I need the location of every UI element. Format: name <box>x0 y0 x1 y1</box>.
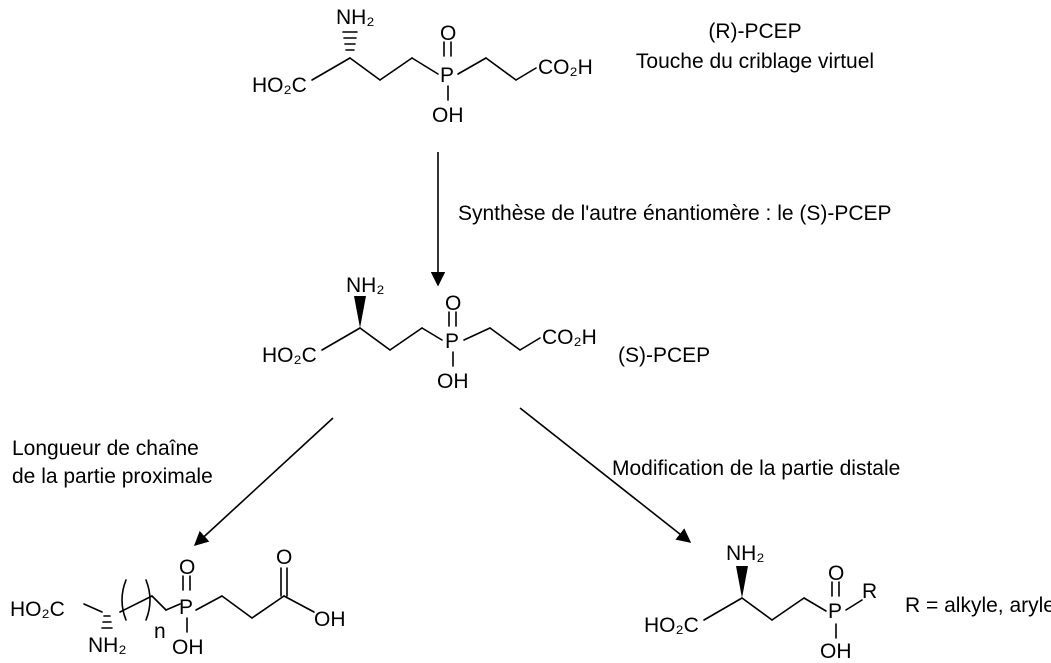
atom-o: O <box>179 556 195 579</box>
atom-oh: OH <box>437 370 469 393</box>
caption-s-pcep-name: (S)-PCEP <box>618 344 710 367</box>
label-n: n <box>154 620 166 643</box>
atom-ho2c: HO₂C <box>262 344 317 367</box>
atom-p: P <box>445 330 459 353</box>
arrow-distal <box>519 407 692 543</box>
atom-ho2c: HO₂C <box>644 614 699 637</box>
molecule-chain-analog: HO₂C NH₂ n O P OH O OH <box>10 546 346 659</box>
atom-oh: OH <box>820 640 852 663</box>
atom-r: R <box>862 580 877 603</box>
hashed-wedge-bond <box>342 31 358 51</box>
atom-p: P <box>179 596 193 619</box>
atom-ho2c: HO₂C <box>252 74 307 97</box>
molecule-r-pcep: NH₂ HO₂C O P OH CO₂H <box>252 6 593 127</box>
caption-r-pcep-name: (R)-PCEP <box>708 20 801 43</box>
arrow-chain-length <box>193 417 334 546</box>
caption-r-pcep-note: Touche du criblage virtuel <box>636 50 874 73</box>
atom-co2h: CO₂H <box>538 56 593 79</box>
atom-nh2: NH₂ <box>336 6 374 29</box>
hashed-wedge-bond <box>101 615 113 629</box>
atom-nh2: NH₂ <box>726 542 764 565</box>
caption-r-definition: R = alkyle, aryle <box>905 594 1051 617</box>
caption-chain-line2: de la partie proximale <box>12 465 213 488</box>
atom-nh2: NH₂ <box>88 634 126 657</box>
atom-ho2c: HO₂C <box>10 598 65 621</box>
wedge-bond <box>736 566 748 598</box>
wedge-bond <box>354 296 366 328</box>
atom-oh: OH <box>172 636 204 659</box>
atom-co2h: CO₂H <box>542 326 597 349</box>
atom-oh-acid: OH <box>314 608 346 631</box>
atom-p: P <box>440 64 454 87</box>
atom-p: P <box>828 600 842 623</box>
molecule-s-pcep: NH₂ HO₂C O P OH CO₂H <box>262 274 597 393</box>
atom-o: O <box>440 22 456 45</box>
molecule-distal-analog: NH₂ HO₂C O P R OH <box>644 542 877 663</box>
atom-o: O <box>828 562 844 585</box>
caption-chain-line1: Longueur de chaîne <box>12 437 199 460</box>
atom-nh2: NH₂ <box>346 274 384 297</box>
caption-step-synthesis: Synthèse de l'autre énantiomère : le (S)… <box>458 202 892 225</box>
atom-o: O <box>445 292 461 315</box>
atom-oh: OH <box>432 104 464 127</box>
atom-o-carbonyl: O <box>276 546 292 569</box>
caption-distal: Modification de la partie distale <box>612 457 900 480</box>
